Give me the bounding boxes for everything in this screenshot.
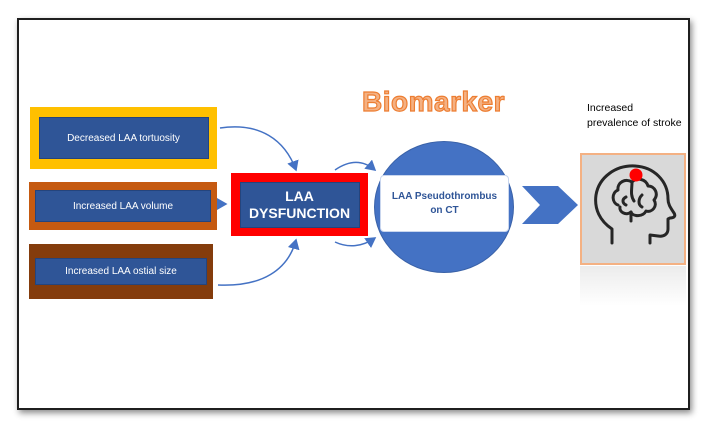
biomarker-label: LAA Pseudothrombus on CT: [380, 175, 509, 232]
input-label-volume: Increased LAA volume: [35, 190, 211, 222]
arrow-to-biomarker-top: [334, 159, 377, 171]
input-box-volume: Increased LAA volume: [29, 182, 217, 230]
biomarker-title: Biomarker: [361, 85, 506, 117]
input-label-tortuosity: Decreased LAA tortuosity: [38, 117, 209, 159]
arrow-to-biomarker-bottom: [334, 237, 377, 249]
outcome-box: [580, 153, 686, 265]
outcome-reflection: [580, 266, 686, 306]
arrow-ostial: [217, 238, 300, 286]
input-label-ostial-size: Increased LAA ostial size: [35, 258, 207, 285]
stroke-marker: [629, 168, 643, 182]
input-box-ostial-size: Increased LAA ostial size: [29, 244, 213, 299]
dysfunction-label: LAA DYSFUNCTION: [239, 181, 360, 228]
input-box-tortuosity: Decreased LAA tortuosity: [30, 107, 217, 169]
brain-head-icon: [594, 164, 677, 245]
chevron-arrow: [522, 186, 578, 224]
arrow-tortuosity: [219, 126, 299, 172]
outcome-label: Increased prevalence of stroke: [587, 102, 682, 129]
dysfunction-box: LAA DYSFUNCTION: [231, 173, 368, 236]
